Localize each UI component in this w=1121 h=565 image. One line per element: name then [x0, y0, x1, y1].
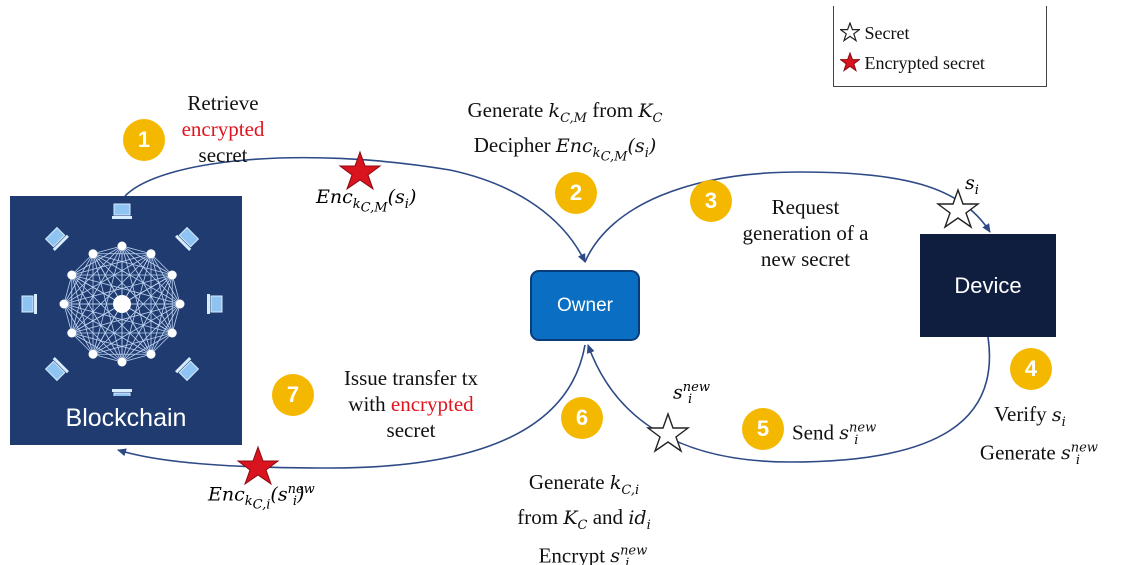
network-node-dot	[175, 299, 185, 309]
network-node-dot	[117, 357, 127, 367]
step-7-text: Issue transfer tx with encrypted secret	[316, 365, 506, 443]
step-4-badge: 4	[1010, 348, 1052, 390]
computer-node-icon	[207, 294, 223, 314]
network-node-dot	[146, 249, 156, 259]
blockchain-label: Blockchain	[65, 404, 187, 432]
computer-node-icon	[175, 226, 200, 251]
computer-node-icon	[44, 357, 69, 382]
step-3-line3: new secret	[760, 247, 851, 271]
step-2-badge: 2	[555, 172, 597, 214]
device-node: Device	[920, 234, 1056, 337]
network-graph-icon	[21, 203, 223, 405]
network-node-dot	[67, 270, 77, 280]
enc-kcm-label: EnckC,M(si)	[316, 186, 417, 216]
legend-encrypted-label: Encrypted secret	[864, 53, 985, 73]
network-node-dot	[88, 349, 98, 359]
arrow-device-to-owner	[586, 336, 991, 463]
step-5-text: Send snewi	[792, 420, 877, 449]
step-7-line1: Issue transfer tx	[343, 366, 479, 390]
step-6-text: Generate kC,i from KC and idi Encrypt sn…	[517, 470, 651, 565]
step-4-text: Verify si Generate snewi	[979, 402, 1098, 468]
legend-secret-label: Secret	[864, 23, 910, 43]
network-node-dot	[67, 328, 77, 338]
legend-item-secret: Secret	[838, 21, 910, 44]
s-i-new-label: snewi	[673, 380, 710, 408]
step-3-text: Request generation of a new secret	[728, 194, 883, 272]
step-2-text: Generate kC,M from KC Decipher EnckC,M(s…	[467, 98, 663, 165]
computer-node-icon	[112, 389, 132, 405]
star-filled-icon	[236, 445, 280, 486]
network-node-dot	[146, 349, 156, 359]
legend-item-encrypted: Encrypted secret	[838, 51, 985, 74]
step-3-line2: generation of a	[742, 221, 869, 245]
network-node-dot	[167, 328, 177, 338]
star-outline-icon	[645, 411, 691, 453]
computer-node-icon	[44, 226, 69, 251]
blockchain-node: Blockchain	[10, 196, 242, 445]
star-outline-icon	[838, 21, 862, 43]
star-filled-icon	[338, 150, 382, 191]
star-filled-icon	[838, 51, 862, 72]
step-3-line1: Request	[771, 195, 840, 219]
arrow-owner-to-blockchain	[117, 344, 586, 469]
step-1-badge: 1	[123, 119, 165, 161]
star-outline-icon	[935, 187, 981, 229]
step-7-line3: secret	[386, 418, 436, 442]
network-node-dot	[88, 249, 98, 259]
legend: Secret Encrypted secret	[833, 6, 1047, 87]
step-6-badge: 6	[561, 397, 603, 439]
computer-node-icon	[21, 294, 37, 314]
step-1-line2: encrypted	[181, 117, 265, 141]
step-1-line1: Retrieve	[187, 91, 259, 115]
step-1-text: Retrieve encrypted secret	[168, 90, 278, 168]
s-i-label: si	[965, 172, 979, 198]
arrow-blockchain-to-owner	[124, 156, 586, 263]
computer-node-icon	[175, 357, 200, 382]
step-3-badge: 3	[690, 180, 732, 222]
network-node-dot	[59, 299, 69, 309]
enc-kci-label: EnckC,i(snewi)	[208, 482, 315, 513]
owner-node: Owner	[530, 270, 640, 341]
arrow-owner-to-device	[584, 171, 991, 263]
step-7-badge: 7	[272, 374, 314, 416]
step-1-line3: secret	[198, 143, 248, 167]
computer-node-icon	[112, 203, 132, 219]
step-5-badge: 5	[742, 408, 784, 450]
network-node-dot	[167, 270, 177, 280]
network-node-dot	[117, 241, 127, 251]
